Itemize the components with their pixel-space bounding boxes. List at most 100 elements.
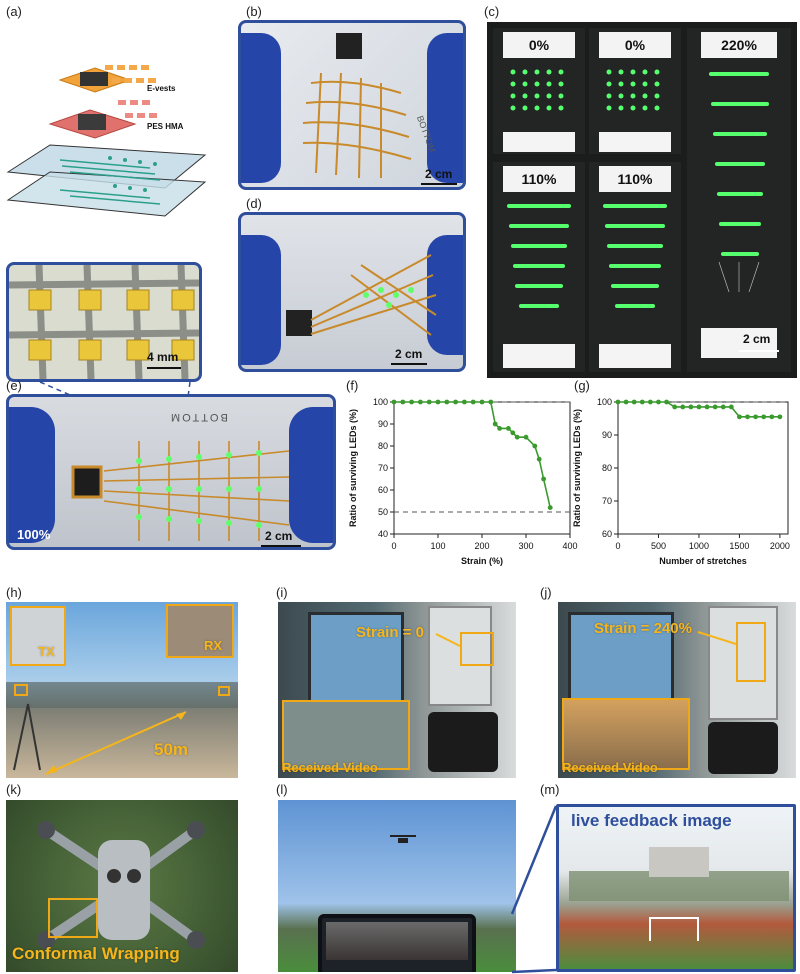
y-tick-label: 60: [602, 529, 612, 539]
tile-label: 220%: [701, 32, 777, 58]
y-axis-label: Ratio of surviving LEDs (%): [348, 409, 358, 527]
series-line: [394, 401, 551, 508]
y-tick-label: 70: [378, 463, 388, 473]
data-point: [639, 399, 645, 405]
panel-label-d: (d): [246, 196, 262, 211]
y-tick-label: 100: [373, 397, 388, 407]
data-point: [409, 399, 414, 405]
tile-0pct-b: 0%: [589, 28, 681, 154]
data-point: [761, 414, 767, 420]
strain-label-i: Strain = 0: [356, 624, 424, 641]
scale-text-d: 2 cm: [395, 347, 423, 361]
data-point: [462, 399, 467, 405]
photo-j-setup-stretched: Strain = 240% Received Video: [558, 602, 796, 778]
camera: [428, 712, 498, 772]
data-point: [737, 414, 742, 420]
panel-label-g: (g): [574, 378, 590, 393]
panel-label-j: (j): [540, 585, 552, 600]
data-point: [523, 434, 529, 440]
x-tick-label: 300: [518, 541, 533, 551]
legend-pes-hma: PES HMA: [147, 122, 184, 131]
distance-label: 50m: [154, 740, 189, 759]
data-point: [672, 404, 678, 410]
data-point: [664, 399, 669, 405]
sample-box: [736, 622, 766, 682]
panel-label-e: (e): [6, 378, 22, 393]
x-tick-label: 500: [651, 541, 666, 551]
scale-bar-d: [391, 363, 427, 365]
photo-m-live-feedback: live feedback image: [556, 804, 796, 972]
y-tick-label: 50: [378, 507, 388, 517]
y-tick-label: 60: [378, 485, 388, 495]
sample-box: [460, 632, 494, 666]
tile-0pct-a: 0%: [493, 28, 585, 154]
strain-label-j: Strain = 240%: [594, 620, 692, 637]
camera: [708, 722, 778, 774]
data-point: [506, 426, 511, 431]
panel-label-c: (c): [484, 4, 500, 19]
data-point: [497, 426, 502, 431]
rx-inset: [166, 604, 234, 658]
tx-marker: [14, 684, 28, 696]
rx-marker: [218, 686, 230, 696]
photo-h-rooftop: TX RX 50m: [6, 602, 238, 778]
data-point: [769, 414, 775, 420]
data-point: [510, 430, 516, 436]
photo-c-stretch-series: 0% 0% 220% 2 cm 110% 110%: [487, 22, 797, 378]
caption-m: live feedback image: [571, 811, 732, 830]
y-tick-label: 90: [602, 430, 612, 440]
data-point: [532, 443, 538, 449]
y-tick-label: 90: [378, 419, 388, 429]
photo-e-stretched-array: BOTTOM 100% 2 cm: [6, 394, 336, 550]
x-axis-label: Number of stretches: [659, 556, 747, 566]
data-point: [418, 399, 423, 405]
x-tick-label: 1000: [689, 541, 709, 551]
caption-k: Conformal Wrapping: [12, 944, 180, 963]
distance-arrow: [13, 703, 187, 775]
tile-label: 0%: [599, 32, 671, 58]
exploded-layer-diagram: [6, 65, 207, 217]
data-point: [688, 404, 694, 410]
data-point: [631, 399, 637, 405]
data-point: [647, 399, 653, 405]
photo-k-drone: Conformal Wrapping: [6, 800, 238, 972]
drone-in-sky-icon: [390, 835, 416, 843]
received-video-inset: [282, 700, 410, 770]
tile-110pct-a: 110%: [493, 162, 585, 372]
data-point: [391, 399, 397, 405]
received-video-inset: [562, 698, 690, 770]
tile-label: 110%: [599, 166, 671, 192]
scale-bar-b: [421, 183, 457, 185]
panel-label-h: (h): [6, 585, 22, 600]
led-pad-array: [9, 265, 199, 379]
tensile-tester: [708, 606, 778, 720]
scale-text-e: 2 cm: [265, 529, 293, 543]
data-point: [426, 399, 432, 405]
scale-bar-c: [739, 350, 779, 352]
data-point: [656, 399, 661, 405]
x-tick-label: 0: [391, 541, 396, 551]
scale-text-c: 2 cm: [743, 332, 771, 346]
y-tick-label: 80: [602, 463, 612, 473]
x-tick-label: 100: [430, 541, 445, 551]
data-point: [728, 404, 734, 410]
x-tick-label: 200: [474, 541, 489, 551]
panel-label-i: (i): [276, 585, 288, 600]
data-point: [712, 404, 718, 410]
x-tick-label: 0: [615, 541, 620, 551]
drone-shape: [37, 821, 205, 949]
data-point: [615, 399, 621, 405]
panel-label-k: (k): [6, 782, 22, 797]
data-point: [400, 399, 406, 405]
tile-110pct-b: 110%: [589, 162, 681, 372]
data-point: [479, 399, 485, 405]
data-point: [470, 399, 476, 405]
data-point: [536, 456, 542, 462]
data-point: [488, 399, 494, 405]
data-point: [623, 399, 629, 405]
data-point: [696, 404, 702, 410]
scale-bar-e: [261, 545, 301, 547]
